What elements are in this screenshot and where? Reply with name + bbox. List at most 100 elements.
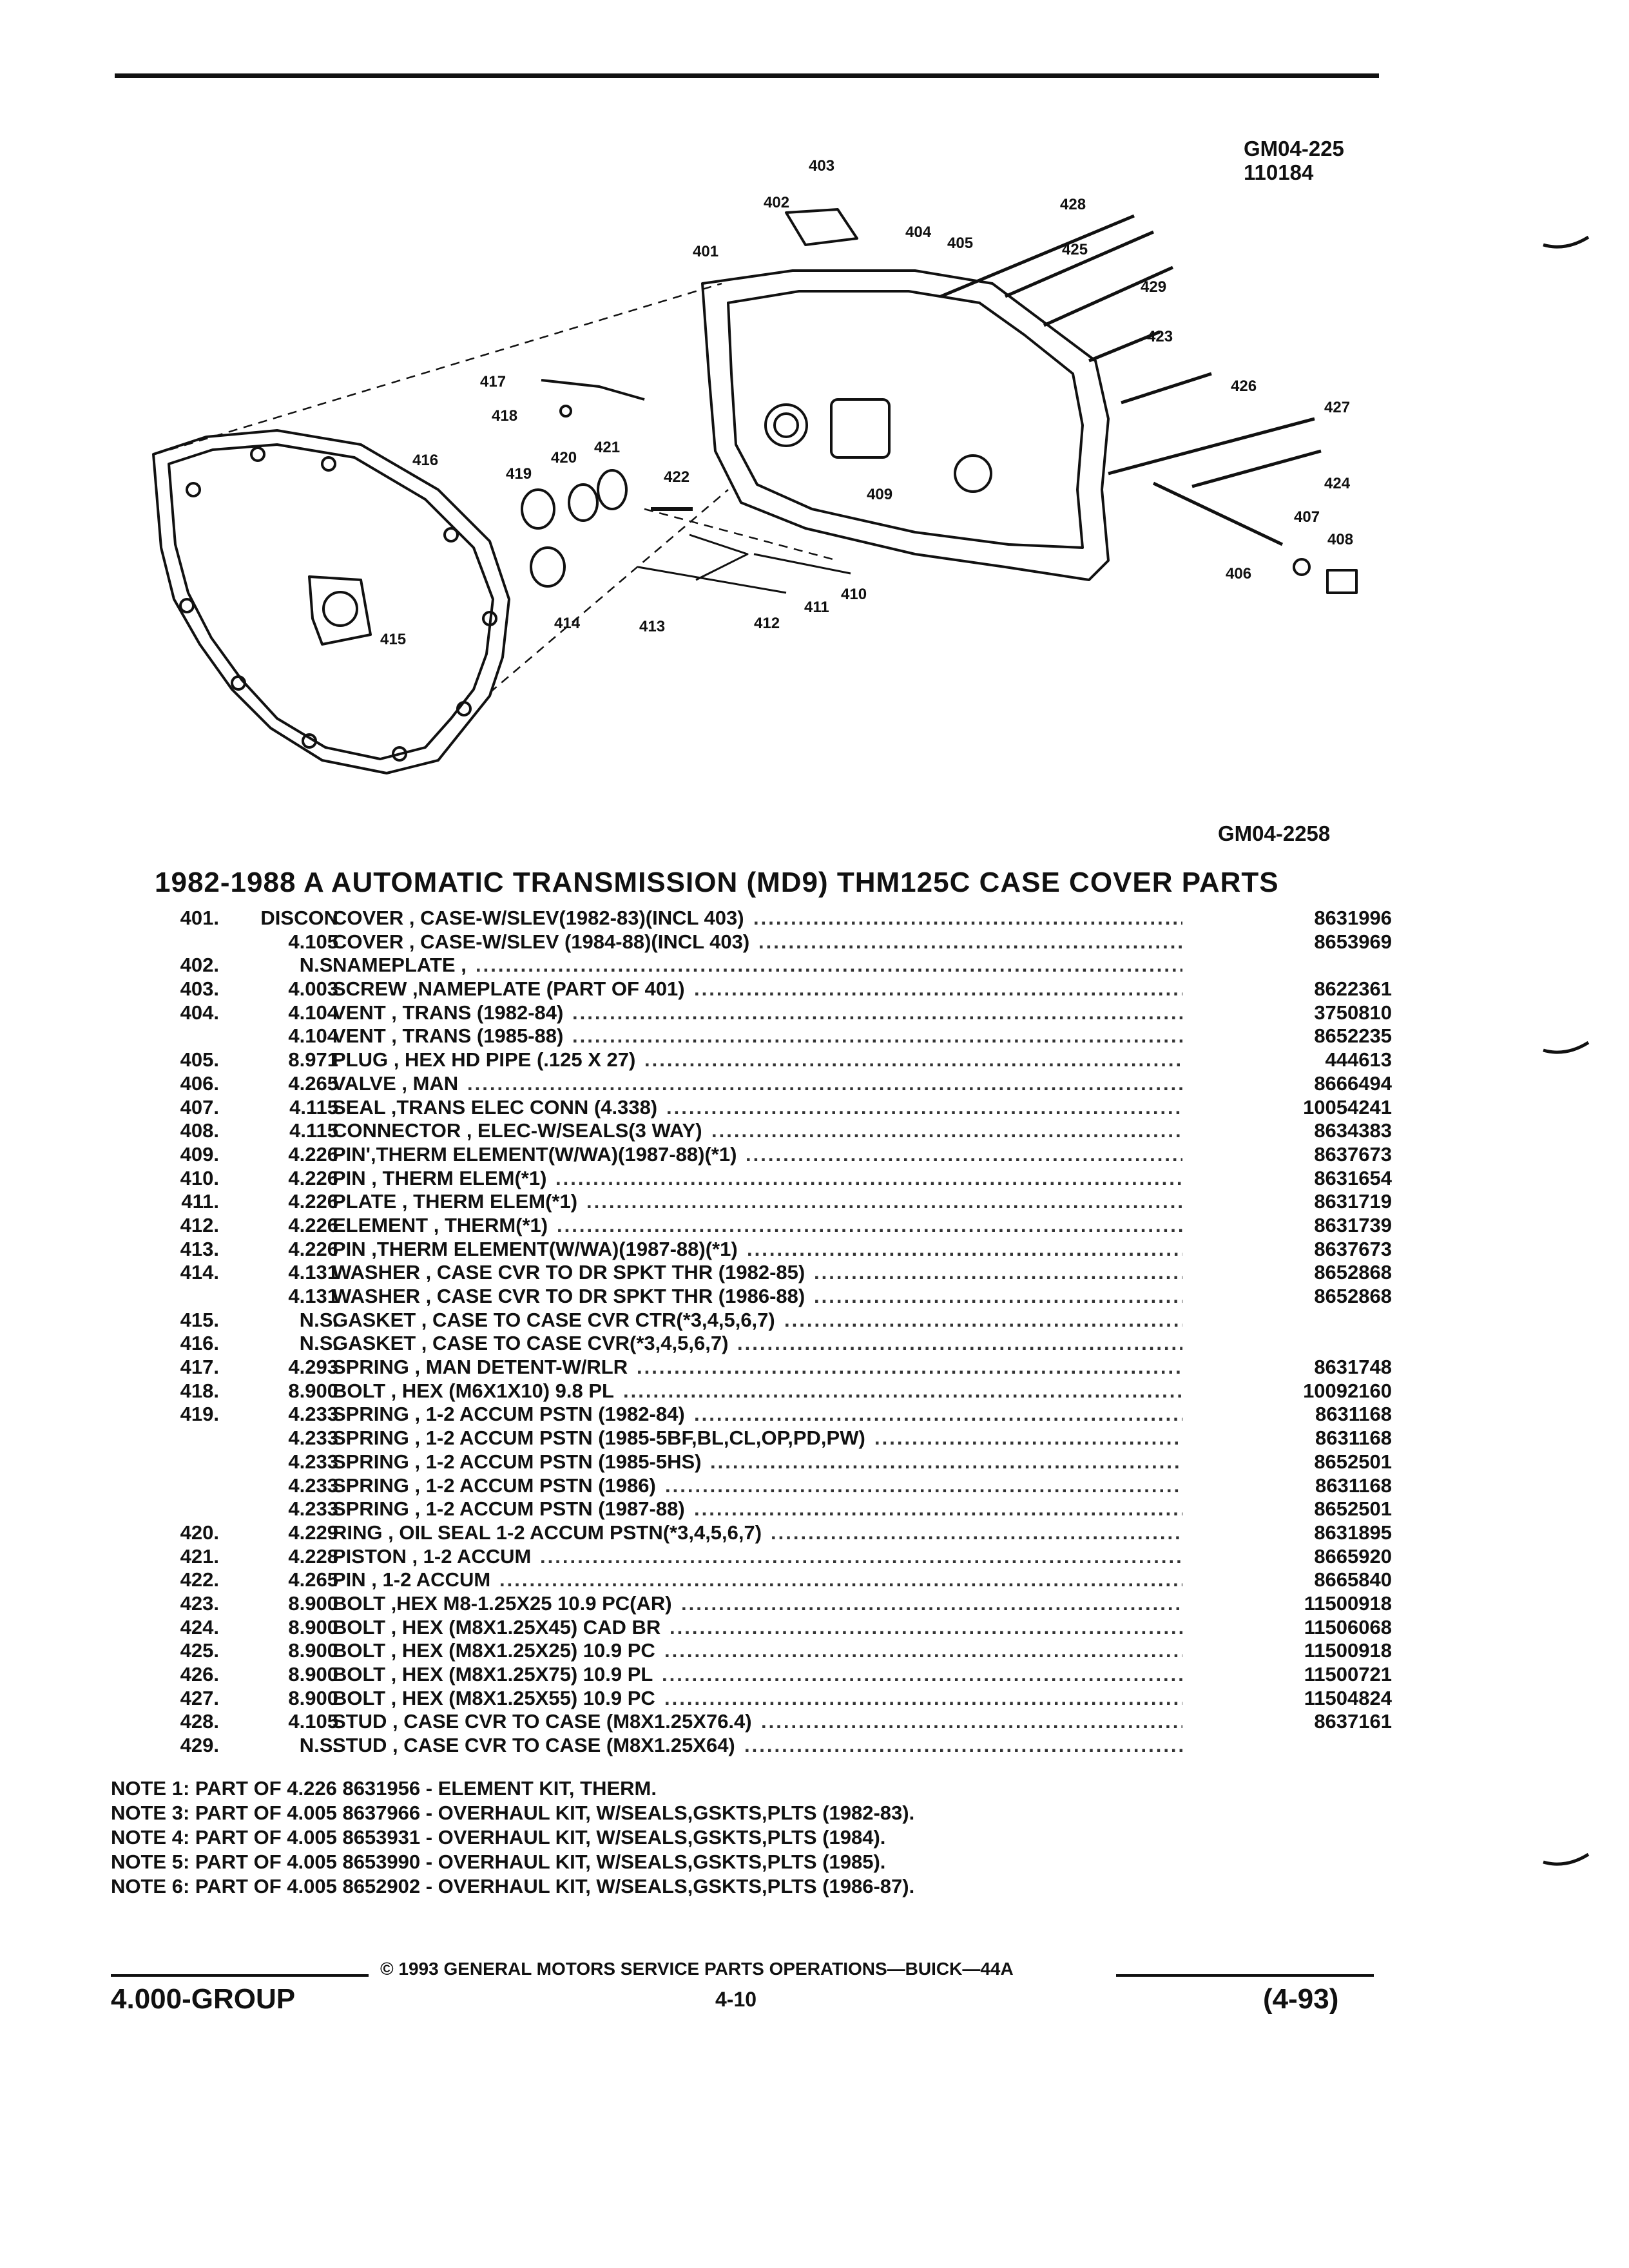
group-number: 8.900 [288, 1686, 338, 1709]
leader-dots: ........................................… [761, 1710, 1182, 1733]
notes-section: NOTE 1: PART OF 4.226 8631956 - ELEMENT … [111, 1776, 914, 1899]
group-number: 4.233 [288, 1497, 338, 1521]
note-line: NOTE 3: PART OF 4.005 8637966 - OVERHAUL… [111, 1802, 915, 1824]
leader-dots: ........................................… [572, 1001, 1182, 1024]
part-number: 8666494 [1314, 1072, 1392, 1095]
item-number: 405. [180, 1048, 219, 1072]
callout-425: 425 [1062, 241, 1088, 258]
group-number: 4.226 [288, 1142, 338, 1166]
part-number: 8631895 [1314, 1521, 1392, 1544]
part-description: WASHER , CASE CVR TO DR SPKT THR (1982-8… [333, 1261, 805, 1284]
callout-418: 418 [492, 407, 517, 425]
part-number: 8631168 [1315, 1403, 1392, 1426]
item-number: 412. [180, 1213, 219, 1236]
part-number: 8652868 [1314, 1285, 1392, 1307]
item-number: 416. [180, 1332, 219, 1355]
callout-402: 402 [764, 194, 789, 211]
leader-dots: ........................................… [747, 1237, 1182, 1260]
footer-group: 4.000-GROUP [111, 1983, 296, 2015]
part-number: 11500918 [1304, 1591, 1392, 1615]
group-number: 4.131 [288, 1285, 338, 1307]
part-description: BOLT ,HEX M8-1.25X25 10.9 PC(AR) [333, 1591, 672, 1615]
leader-dots: ........................................… [874, 1427, 1182, 1450]
leader-dots: ........................................… [758, 930, 1182, 953]
leader-dots: ........................................… [694, 1497, 1182, 1521]
note-line: NOTE 5: PART OF 4.005 8653990 - OVERHAUL… [111, 1850, 886, 1873]
group-number: 4.229 [288, 1521, 338, 1544]
part-description: VENT , TRANS (1982-84) [333, 1001, 564, 1024]
callout-410: 410 [841, 586, 867, 603]
part-description: STUD , CASE CVR TO CASE (M8X1.25X76.4) [333, 1710, 752, 1733]
part-number: 8622361 [1314, 977, 1392, 1001]
callout-421: 421 [594, 439, 620, 456]
part-number: 8631654 [1314, 1166, 1392, 1189]
item-number: 409. [180, 1142, 219, 1166]
part-number: 8631168 [1315, 1427, 1392, 1450]
group-number: 4.226 [288, 1166, 338, 1189]
item-number: 421. [180, 1544, 219, 1568]
part-description: NAMEPLATE , [333, 954, 467, 977]
part-number: 8631739 [1314, 1213, 1392, 1236]
part-description: SPRING , 1-2 ACCUM PSTN (1985-5BF,BL,CL,… [333, 1427, 865, 1450]
part-description: PIN',THERM ELEMENT(W/WA)(1987-88)(*1) [333, 1142, 737, 1166]
part-description: GASKET , CASE TO CASE CVR(*3,4,5,6,7) [333, 1332, 729, 1355]
item-number: 413. [180, 1237, 219, 1260]
callout-409: 409 [867, 486, 892, 503]
part-description: BOLT , HEX (M6X1X10) 9.8 PL [333, 1379, 614, 1402]
part-row: 416.N.S.GASKET , CASE TO CASE CVR(*3,4,5… [129, 1332, 1392, 1356]
note-line: NOTE 4: PART OF 4.005 8653931 - OVERHAUL… [111, 1826, 886, 1849]
group-number: 8.971 [288, 1048, 338, 1072]
group-number: 8.900 [288, 1639, 338, 1662]
item-number: 408. [180, 1119, 219, 1142]
callout-424: 424 [1324, 475, 1351, 492]
callout-423: 423 [1147, 328, 1173, 345]
part-description: GASKET , CASE TO CASE CVR CTR(*3,4,5,6,7… [333, 1308, 775, 1331]
leader-dots: ........................................… [711, 1119, 1182, 1142]
leader-dots: ........................................… [662, 1663, 1182, 1686]
leader-dots: ........................................… [476, 954, 1182, 977]
item-number: 419. [180, 1403, 219, 1426]
part-description: RING , OIL SEAL 1-2 ACCUM PSTN(*3,4,5,6,… [333, 1521, 762, 1544]
callout-407: 407 [1294, 508, 1320, 526]
part-description: SPRING , 1-2 ACCUM PSTN (1987-88) [333, 1497, 685, 1521]
footer-copyright: © 1993 GENERAL MOTORS SERVICE PARTS OPER… [111, 1959, 1375, 1984]
group-number: N.S. [299, 1308, 338, 1331]
group-number: 8.900 [288, 1615, 338, 1639]
part-description: SEAL ,TRANS ELEC CONN (4.338) [333, 1095, 658, 1119]
item-number: 411. [181, 1190, 219, 1213]
item-number: 403. [180, 977, 219, 1001]
leader-dots: ........................................… [644, 1048, 1182, 1072]
part-row: 402.N.S.NAMEPLATE ,.....................… [129, 954, 1392, 977]
item-number: 402. [180, 954, 219, 977]
callout-426: 426 [1231, 378, 1257, 395]
callout-405: 405 [947, 235, 973, 252]
part-description: BOLT , HEX (M8X1.25X75) 10.9 PL [333, 1663, 653, 1686]
group-number: 4.226 [288, 1190, 338, 1213]
part-description: BOLT , HEX (M8X1.25X55) 10.9 PC [333, 1686, 655, 1709]
item-number: 406. [180, 1072, 219, 1095]
part-description: PIN ,THERM ELEMENT(W/WA)(1987-88)(*1) [333, 1237, 738, 1260]
part-number: 8652501 [1314, 1497, 1392, 1521]
item-number: 423. [180, 1591, 219, 1615]
item-number: 428. [180, 1710, 219, 1733]
part-row: 415.N.S.GASKET , CASE TO CASE CVR CTR(*3… [129, 1309, 1392, 1332]
part-description: VALVE , MAN [333, 1072, 459, 1095]
leader-dots: ........................................… [664, 1686, 1182, 1709]
callout-419: 419 [506, 465, 532, 483]
part-number: 8665920 [1314, 1544, 1392, 1568]
part-description: SPRING , 1-2 ACCUM PSTN (1982-84) [333, 1403, 685, 1426]
callout-415: 415 [380, 631, 406, 648]
part-description: ELEMENT , THERM(*1) [333, 1213, 548, 1236]
callout-429: 429 [1141, 278, 1166, 296]
part-number: 8637673 [1314, 1142, 1392, 1166]
callout-427: 427 [1324, 399, 1350, 416]
leader-dots: ........................................… [694, 977, 1182, 1001]
leader-dots: ........................................… [814, 1285, 1182, 1307]
